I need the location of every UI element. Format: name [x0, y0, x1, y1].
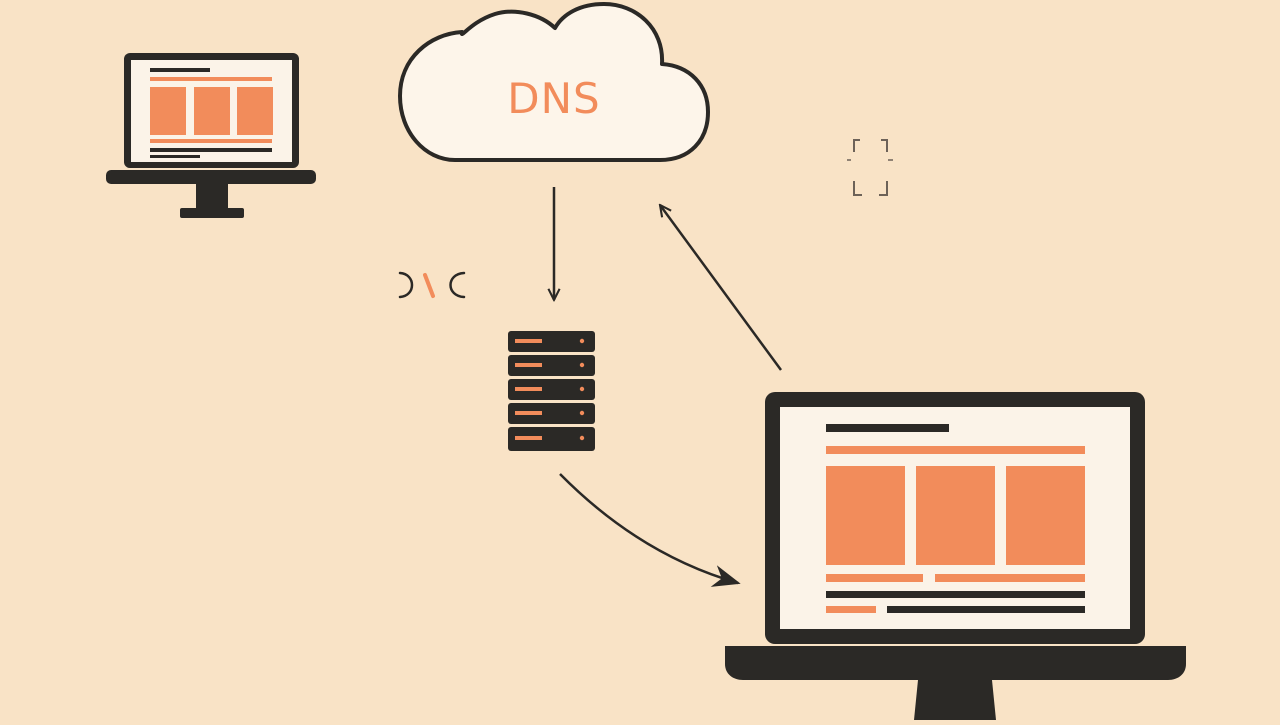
cloud-icon: DNS [398, 2, 710, 162]
bracket-glyph-icon [847, 139, 893, 196]
server-rack-icon [508, 331, 595, 451]
desktop-monitor-icon [106, 53, 316, 218]
cloud-label: DNS [507, 74, 600, 123]
laptop-icon [725, 392, 1186, 720]
decorative-glyph-icon [398, 271, 466, 299]
arrow-laptop-to-cloud [660, 205, 783, 371]
arrow-server-to-laptop [559, 473, 741, 587]
